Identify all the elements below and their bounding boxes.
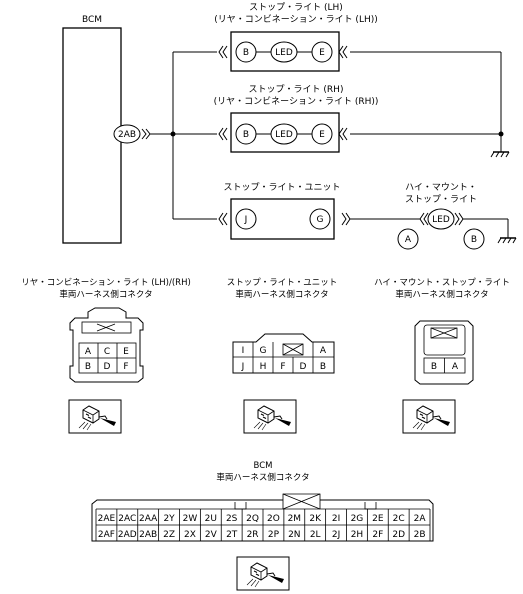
stop-unit-conn-pin-i: I [242,346,245,356]
bcm-conn-pin-2j: 2J [332,530,340,540]
bcm-conn-pin-2af: 2AF [98,530,115,540]
high-mount-title-2: ストップ・ライト [405,194,477,205]
high-mount-conn-pin-a: A [452,362,459,372]
bcm-pin-2ab [113,124,141,144]
bcm-conn-pin-2b: 2B [414,530,426,540]
bcm-conn-pin-2m: 2M [288,514,302,524]
bcm-conn-pin-2a: 2A [414,514,427,524]
bcm-conn-pin-2n: 2N [288,530,300,540]
rear-combo-pin-b: B [85,362,91,372]
bcm-conn-title-1: BCM [254,461,273,471]
bcm-pin-2ab-label: 2AB [118,130,136,140]
rear-combo-pin-e: E [123,347,129,357]
stop-unit-conn-pin-g: G [260,346,267,356]
stop-lh-pin-e: E [319,48,325,58]
stop-unit-pin-g: G [317,215,324,225]
stop-unit-conn-pin-j: J [241,362,245,372]
bcm-conn-pin-2u: 2U [205,514,217,524]
rear-combo-pin-c: C [104,347,110,357]
bcm-connector [91,493,434,542]
stop-rh-led: LED [275,130,293,140]
stop-unit-hand-icon [243,399,297,434]
stop-unit-conn-title-1: ストップ・ライト・ユニット [227,278,338,288]
rear-combo-pin-a: A [85,347,92,357]
bcm-conn-pin-2r: 2R [247,530,259,540]
rear-combo-hand-icon [68,399,122,434]
bcm-conn-pin-2q: 2Q [246,514,259,524]
bcm-conn-pin-2ab: 2AB [139,530,157,540]
stop-unit-conn-pin-h: H [260,362,267,372]
stop-rh-pin-b: B [243,130,249,140]
bcm-conn-pin-2f: 2F [372,530,383,540]
bcm-conn-pin-2x: 2X [184,530,196,540]
stop-lh-pin-b: B [243,48,249,58]
rear-combo-pin-f: F [123,362,128,372]
rear-combo-title-1: リヤ・コンビネーション・ライト (LH)/(RH) [21,278,191,288]
bcm-label: BCM [82,15,102,25]
rear-combo-pin-d: D [104,362,111,372]
stop-lh-led: LED [275,48,293,58]
high-mount-pin-a: A [405,235,412,245]
high-mount-title-1: ハイ・マウント・ [405,182,477,193]
bcm-conn-pin-2s: 2S [226,514,238,524]
bcm-conn-pin-2e: 2E [372,514,384,524]
bcm-conn-pin-2ae: 2AE [98,514,116,524]
bcm-conn-pin-2v: 2V [205,530,218,540]
stop-unit-pin-j: J [244,215,248,225]
bcm-conn-pin-2g: 2G [351,514,364,524]
bcm-hand-icon [236,556,290,591]
bcm-conn-title-2: 車両ハーネス側コネクタ [216,472,309,483]
high-mount-conn-pin-b: B [431,362,437,372]
high-mount-led: LED [432,215,450,225]
stop-lh-title-2: (リヤ・コンビネーション・ライト (LH)) [214,14,378,25]
bcm-conn-pin-2ad: 2AD [118,530,137,540]
bcm-conn-pin-2y: 2Y [163,514,175,524]
stop-unit-conn-pin-f: F [280,362,285,372]
stop-unit-conn-pin-a: A [320,346,327,356]
bcm-conn-pin-2c: 2C [393,514,405,524]
stop-unit-title: ストップ・ライト・ユニット [223,182,340,193]
rear-combo-title-2: 車両ハーネス側コネクタ [59,289,152,300]
bcm-conn-pin-2z: 2Z [163,530,175,540]
stop-lh-title-1: ストップ・ライト (LH) [249,2,343,13]
bcm-conn-pin-2o: 2O [267,514,280,524]
bcm-conn-pin-2p: 2P [268,530,280,540]
high-mount-conn-title-2: 車両ハーネス側コネクタ [395,289,488,300]
stop-unit-conn-pin-d: D [300,362,307,372]
high-mount-conn-title-1: ハイ・マウント・ストップ・ライト [374,278,510,288]
bcm-conn-pin-2i: 2I [332,514,340,524]
bcm-box [62,27,122,244]
bcm-conn-pin-2h: 2H [351,530,364,540]
stop-rh-title-2: (リヤ・コンビネーション・ライト (RH)) [214,96,379,107]
high-mount-connector [414,320,474,385]
bcm-conn-pin-2d: 2D [392,530,405,540]
stop-rh-title-1: ストップ・ライト (RH) [249,84,344,95]
stop-unit-conn-title-2: 車両ハーネス側コネクタ [235,289,328,300]
stop-unit-conn-pin-b: B [320,362,326,372]
high-mount-hand-icon [402,399,456,434]
rear-combo-connector [69,307,144,383]
bcm-conn-pin-2t: 2T [226,530,238,540]
bcm-conn-pin-2w: 2W [183,514,198,524]
stop-rh-pin-e: E [319,130,325,140]
bcm-conn-pin-2k: 2K [309,514,322,524]
high-mount-pin-b: B [471,235,477,245]
bcm-conn-pin-2ac: 2AC [118,514,136,524]
bcm-conn-pin-2aa: 2AA [139,514,158,524]
stop-unit-connector [232,333,335,374]
bcm-conn-pin-2l: 2L [310,530,321,540]
